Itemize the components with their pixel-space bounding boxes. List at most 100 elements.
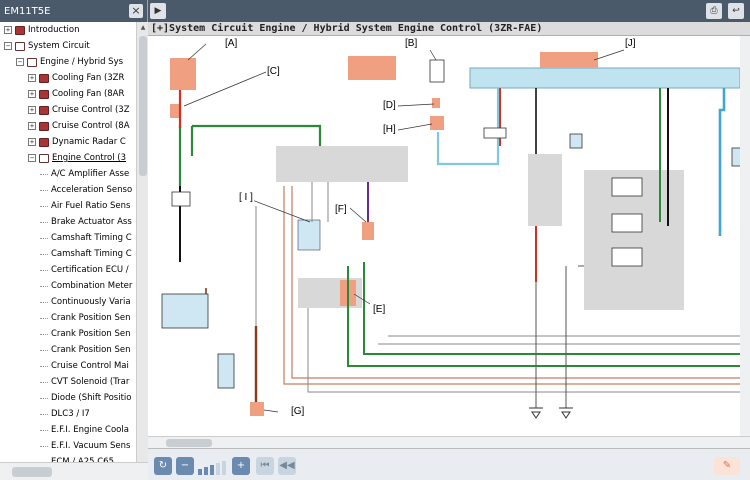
tree-item[interactable]: −Engine / Hybrid Sys (16, 54, 123, 70)
tree-connector (40, 381, 48, 383)
expand-icon[interactable]: + (28, 138, 36, 146)
zoom-level-bar[interactable] (222, 461, 226, 475)
book-icon (39, 121, 49, 131)
tree-item-label: Cruise Control (3Z (52, 105, 130, 115)
tree-item-label: Dynamic Radar C (52, 137, 126, 147)
expand-icon[interactable]: + (4, 26, 12, 34)
relay-component (171, 191, 191, 207)
expand-icon[interactable]: + (28, 106, 36, 114)
tree-item[interactable]: DLC3 / I7 (40, 406, 90, 422)
tree-item[interactable]: Acceleration Senso (40, 182, 132, 198)
tree-item-label: Air Fuel Ratio Sens (51, 201, 131, 211)
tree-item[interactable]: + Cruise Control (3Z (28, 102, 130, 118)
print-icon[interactable]: ⎙ (706, 3, 722, 19)
tree-item[interactable]: Camshaft Timing C (40, 246, 132, 262)
tree-item-label: E.F.I. Engine Coola (51, 425, 129, 435)
tree-item[interactable]: Combination Meter (40, 278, 132, 294)
tree-item[interactable]: Certification ECU / (40, 262, 129, 278)
tree-item[interactable]: Camshaft Timing C (40, 230, 132, 246)
tree-item[interactable]: Crank Position Sen (40, 310, 130, 326)
callout-d: [D] (382, 100, 397, 111)
tree-connector (40, 285, 48, 287)
back-icon[interactable]: ↩ (728, 3, 744, 19)
expand-icon[interactable]: + (28, 90, 36, 98)
tree-item[interactable]: − System Circuit (4, 38, 90, 54)
tree-item[interactable]: ECM / A25 C65 (40, 454, 114, 462)
tree-connector (40, 173, 48, 175)
wire-green (363, 262, 740, 355)
document-horizontal-scrollbar[interactable] (148, 436, 750, 448)
tree-item[interactable]: E.F.I. Engine Coola (40, 422, 129, 438)
zoom-level-bar[interactable] (198, 469, 202, 475)
tree-vertical-scrollbar[interactable]: ▲ (136, 22, 148, 462)
scroll-thumb[interactable] (139, 36, 147, 176)
relay-panel (528, 154, 562, 226)
expand-icon[interactable]: + (28, 74, 36, 82)
tree-item[interactable]: Diode (Shift Positio (40, 390, 131, 406)
zoom-level-bar[interactable] (216, 463, 220, 475)
tree-connector (40, 269, 48, 271)
wire-lightblue (436, 88, 500, 166)
expand-icon[interactable]: + (28, 122, 36, 130)
tree-item[interactable]: +Cooling Fan (3ZR (28, 70, 124, 86)
collapse-icon[interactable]: − (4, 42, 12, 50)
tree-item[interactable]: +Cruise Control (8A (28, 118, 130, 134)
open-book-icon (27, 57, 37, 67)
tree-item-label: Certification ECU / (51, 265, 129, 275)
wire-tan (291, 186, 740, 379)
battery-component (217, 353, 235, 389)
connector-component (731, 147, 740, 167)
tree-item[interactable]: +Introduction (4, 22, 79, 38)
scroll-thumb[interactable] (166, 439, 212, 447)
tree-item-label: Acceleration Senso (51, 185, 133, 195)
callout-a: [A] (224, 38, 239, 49)
tree-item-label: System Circuit (28, 41, 90, 51)
sensor-component (161, 293, 209, 329)
note-box-highlight (348, 56, 396, 80)
wiring-diagram[interactable]: [A] [B] [C] [D] [E] [F] [G] [H] [ I ] [J… (148, 36, 740, 436)
zoom-in-icon[interactable]: + (232, 457, 250, 475)
tree-item[interactable]: Cruise Control Mai (40, 358, 129, 374)
scroll-up-icon[interactable]: ▲ (140, 24, 146, 31)
zoom-out-icon[interactable]: − (176, 457, 194, 475)
zoom-level-bar[interactable] (204, 467, 208, 475)
ground-g-highlight (250, 402, 264, 416)
tree-connector (40, 333, 48, 335)
collapse-icon[interactable]: − (28, 154, 36, 162)
tree-item[interactable]: E.F.I. Vacuum Sens (40, 438, 130, 454)
tree-horizontal-scrollbar[interactable] (0, 462, 148, 480)
tree-item[interactable]: CVT Solenoid (Trar (40, 374, 129, 390)
tree-item[interactable]: Crank Position Sen (40, 342, 130, 358)
tree-item-label: Engine Control (3 (52, 153, 126, 163)
bottom-toolbar: ↻ − + ⏮ ◀◀ ✎ (148, 448, 750, 480)
document-vertical-scrollbar[interactable] (740, 36, 750, 436)
close-icon[interactable]: × (129, 4, 143, 18)
callout-b: [B] (404, 38, 419, 49)
callout-h: [H] (382, 124, 397, 135)
tree-connector (40, 253, 48, 255)
tree-item[interactable]: A/C Amplifier Asse (40, 166, 129, 182)
top-toolbar: ▶ ⎙ ↩ (148, 0, 750, 22)
scroll-thumb[interactable] (12, 467, 52, 477)
tree-item[interactable]: + Dynamic Radar C (28, 134, 126, 150)
tree-connector (40, 445, 48, 447)
navigation-tree: +Introduction−System Circuit−Engine / Hy… (0, 22, 136, 462)
ecm-connector-bar (469, 67, 740, 89)
tree-item[interactable]: +Cooling Fan (8AR (28, 86, 124, 102)
zoom-level-bar[interactable] (210, 465, 214, 475)
wiring-diagram-svg (161, 43, 740, 419)
collapse-icon[interactable]: − (16, 58, 24, 66)
tree-item[interactable]: Brake Actuator Ass (40, 214, 132, 230)
first-page-icon[interactable]: ⏮ (256, 457, 274, 475)
wire-green (190, 124, 322, 156)
tree-item[interactable]: Continuously Varia (40, 294, 131, 310)
forward-arrow-icon[interactable]: ▶ (150, 3, 166, 19)
left-panel-title: EM11T5E (4, 5, 51, 17)
tree-item[interactable]: Crank Position Sen (40, 326, 130, 342)
tree-item-label: Combination Meter (51, 281, 133, 291)
previous-page-icon[interactable]: ◀◀ (278, 457, 296, 475)
comment-icon[interactable]: ✎ (714, 457, 740, 475)
tree-item[interactable]: Air Fuel Ratio Sens (40, 198, 130, 214)
rotate-icon[interactable]: ↻ (154, 457, 172, 475)
tree-item[interactable]: − Engine Control (3 (28, 150, 126, 166)
